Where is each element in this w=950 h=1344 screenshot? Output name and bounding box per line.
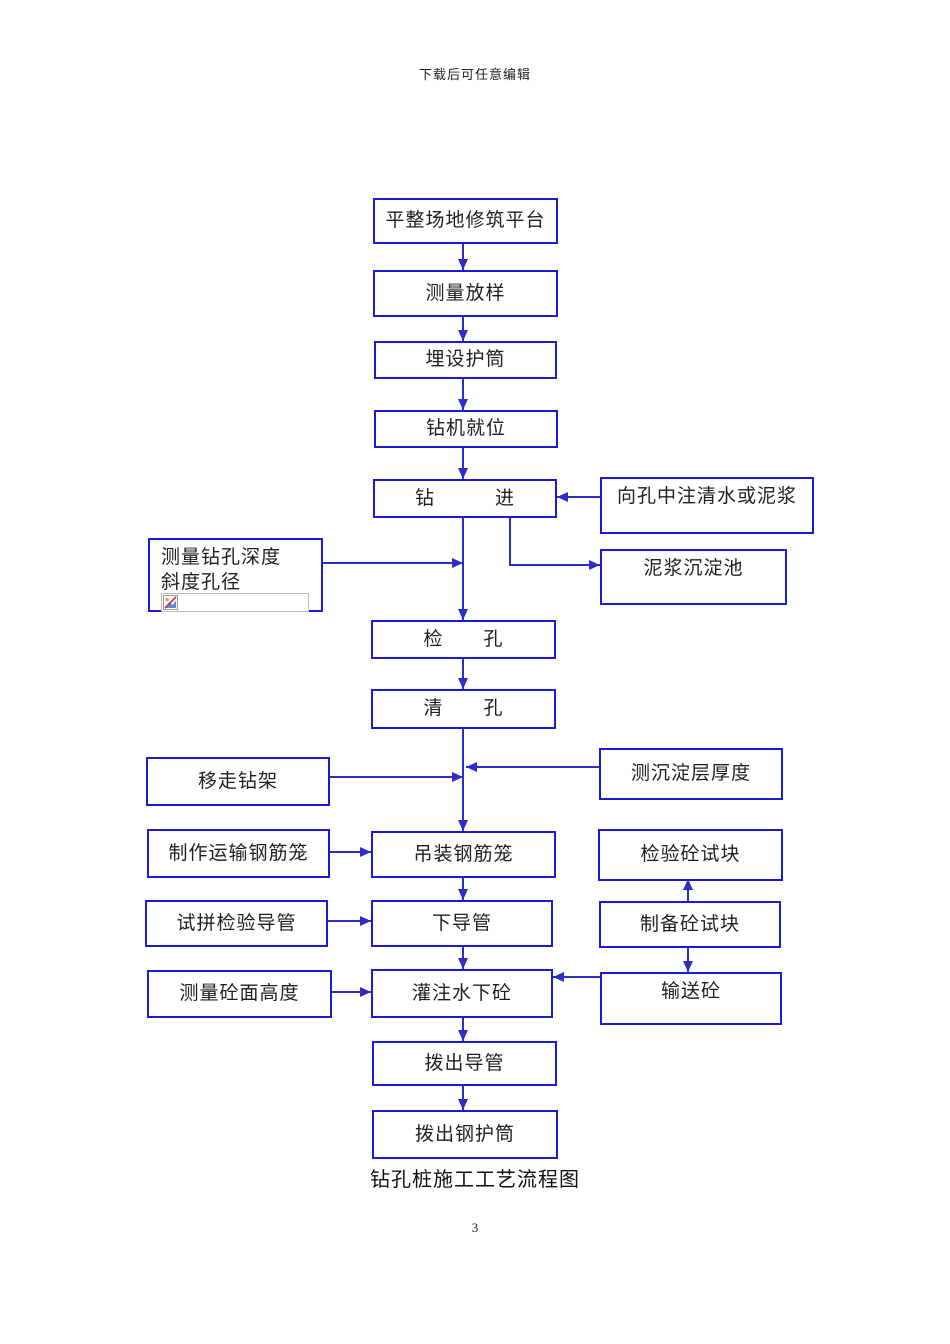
flow-node-pour: 灌注水下砼: [371, 969, 553, 1018]
flow-node-survey: 测量放样: [373, 270, 558, 317]
flow-node-test-pipe: 试拼检验导管: [145, 900, 328, 947]
arrow-testpipe-to-lowerpipe: [328, 916, 371, 926]
flow-node-remove-rig: 移走钻架: [146, 757, 330, 806]
arrow-levelsite-to-survey: [458, 244, 468, 270]
arrow-removerig-to-chain: [330, 772, 463, 782]
flow-node-make-cage: 制作运输钢筋笼: [147, 829, 330, 878]
page-header-text: 下载后可任意编辑: [418, 67, 531, 82]
flow-node-check-hole: 检 孔: [371, 620, 556, 659]
arrow-cleanhole-to-hoistcage: [458, 729, 468, 831]
arrow-checkhole-to-cleanhole: [458, 659, 468, 689]
flow-node-lower-pipe: 下导管: [371, 900, 553, 947]
flowchart-caption: 钻孔桩施工工艺流程图: [370, 1169, 580, 1191]
arrow-drill-to-checkhole: [458, 518, 468, 620]
flow-node-sediment: 测沉淀层厚度: [599, 748, 783, 800]
arrow-pour-to-pullpipe: [458, 1018, 468, 1041]
flow-node-measure-height: 测量砼面高度: [147, 970, 332, 1018]
arrow-casing-to-rig: [458, 379, 468, 410]
arrow-makecage-to-hoistcage: [330, 847, 371, 857]
page-number: 3: [471, 1220, 479, 1235]
flow-node-check-block: 检验砼试块: [598, 829, 783, 881]
measure-depth-label: 测量钻孔深度斜度孔径: [161, 547, 282, 593]
flow-node-clean-hole: 清 孔: [371, 689, 556, 729]
flow-node-pull-pipe: 拨出导管: [372, 1041, 557, 1086]
flow-node-pull-casing: 拨出钢护筒: [372, 1110, 558, 1159]
arrow-hoistcage-to-lowerpipe: [458, 878, 468, 900]
line-drill-branch-down: [509, 518, 511, 566]
arrow-lowerpipe-to-pour: [458, 947, 468, 969]
flow-node-drill: 钻 进: [373, 479, 557, 518]
arrow-sediment-to-chain: [466, 762, 599, 772]
flow-node-casing: 埋设护筒: [374, 341, 557, 379]
arrow-measureheight-to-pour: [332, 987, 371, 997]
arrow-rig-to-drill: [458, 448, 468, 479]
arrow-drill-to-mudpool: [509, 560, 600, 570]
flow-node-inject: 向孔中注清水或泥浆: [600, 477, 814, 534]
flow-node-hoist-cage: 吊装钢筋笼: [371, 831, 556, 878]
broken-image-placeholder: [161, 593, 309, 612]
arrow-pullpipe-to-pullcasing: [458, 1086, 468, 1110]
arrow-measuredepth-to-chain: [323, 558, 463, 568]
arrow-prepareblock-to-checkblock: [683, 879, 693, 901]
arrow-inject-to-drill: [557, 492, 600, 502]
arrow-transport-to-pour: [553, 972, 600, 982]
flow-node-mud-pool: 泥浆沉淀池: [600, 549, 787, 605]
flow-node-measure-depth: 测量钻孔深度斜度孔径: [148, 538, 323, 612]
flow-node-rig: 钻机就位: [374, 410, 558, 448]
flow-node-level-site: 平整场地修筑平台: [373, 198, 558, 244]
broken-image-icon: [163, 595, 178, 610]
flow-node-transport: 输送砼: [600, 972, 782, 1025]
arrow-prepareblock-to-transport: [683, 948, 693, 972]
arrow-survey-to-casing: [458, 317, 468, 341]
flow-node-prepare-block: 制备砼试块: [599, 901, 781, 948]
